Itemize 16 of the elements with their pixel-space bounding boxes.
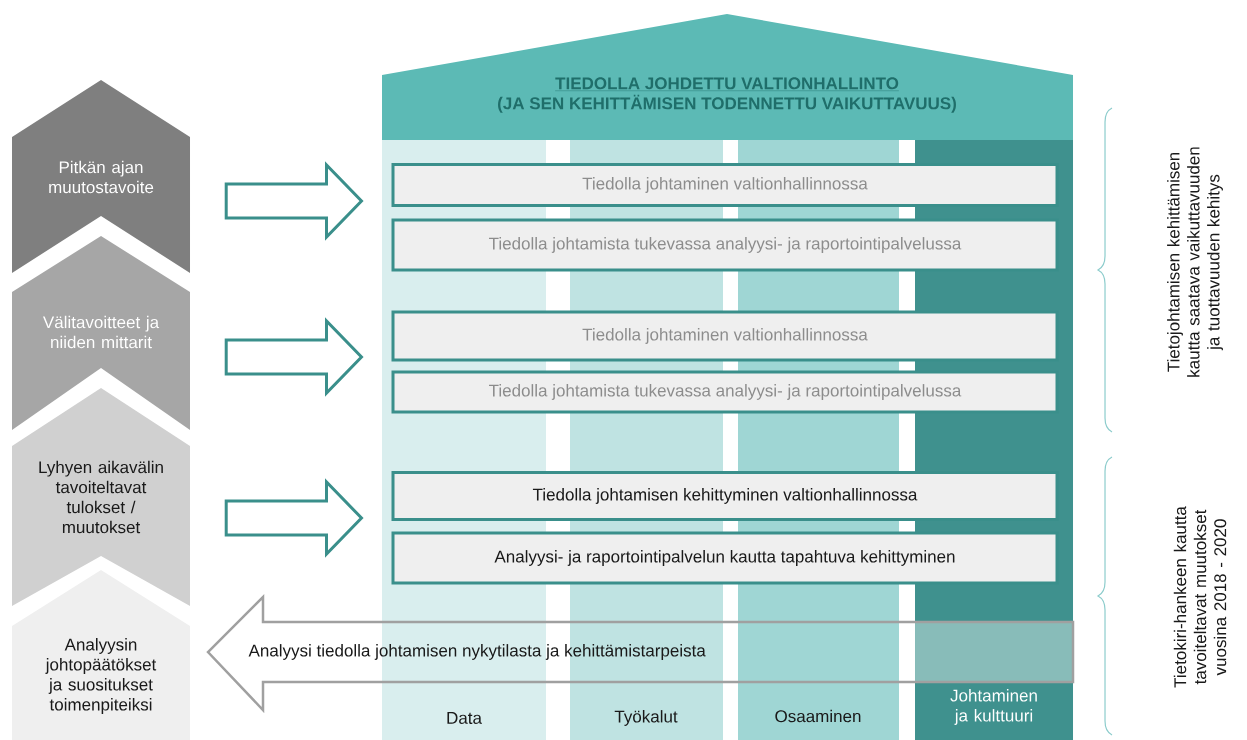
house-roof: TIEDOLLA JOHDETTU VALTIONHALLINTO (JA SEN KEHITTÄMISEN TODENNETTU VAIKUTTAVUUS): [382, 14, 1073, 140]
text-box: Tiedolla johtamista tukevassa analyysi- ja raportointipalvelussa: [391, 370, 1059, 414]
text-box: Analyysi- ja raportointipalvelun kautta tapahtuva kehittyminen: [391, 531, 1059, 585]
text-box: Tiedolla johtamista tukevassa analyysi- ja raportointipalvelussa: [391, 218, 1059, 272]
brace-label: Tietojohtamisen kehittämisen kautta saatava vaikuttavuuden ja tuottavuuden kehitys: [1167, 147, 1223, 377]
text-box: Tiedolla johtaminen valtionhallinnossa: [391, 163, 1059, 207]
block-arrow: [224, 317, 364, 397]
stage-panel: Välitavoitteet ja niiden mittarit: [12, 236, 190, 430]
block-arrow: [224, 478, 364, 558]
stage-panel: Pitkän ajan muutostavoite: [12, 80, 190, 273]
stage-panel: Analyysin johtopäätökset ja suositukset toimenpiteiksi: [12, 570, 190, 740]
stage-panel: Lyhyen aikavälin tavoiteltavat tulokset / muutokset: [12, 388, 190, 606]
block-arrow: [224, 161, 364, 241]
text-box: Tiedolla johtaminen valtionhallinnossa: [391, 310, 1059, 362]
text-box: Tiedolla johtamisen kehittyminen valtionhallinnossa: [391, 471, 1059, 521]
brace-label: Tietokiri-hankeen kautta tavoiteltavat muutokset vuosina 2018 - 2020: [1173, 506, 1227, 688]
